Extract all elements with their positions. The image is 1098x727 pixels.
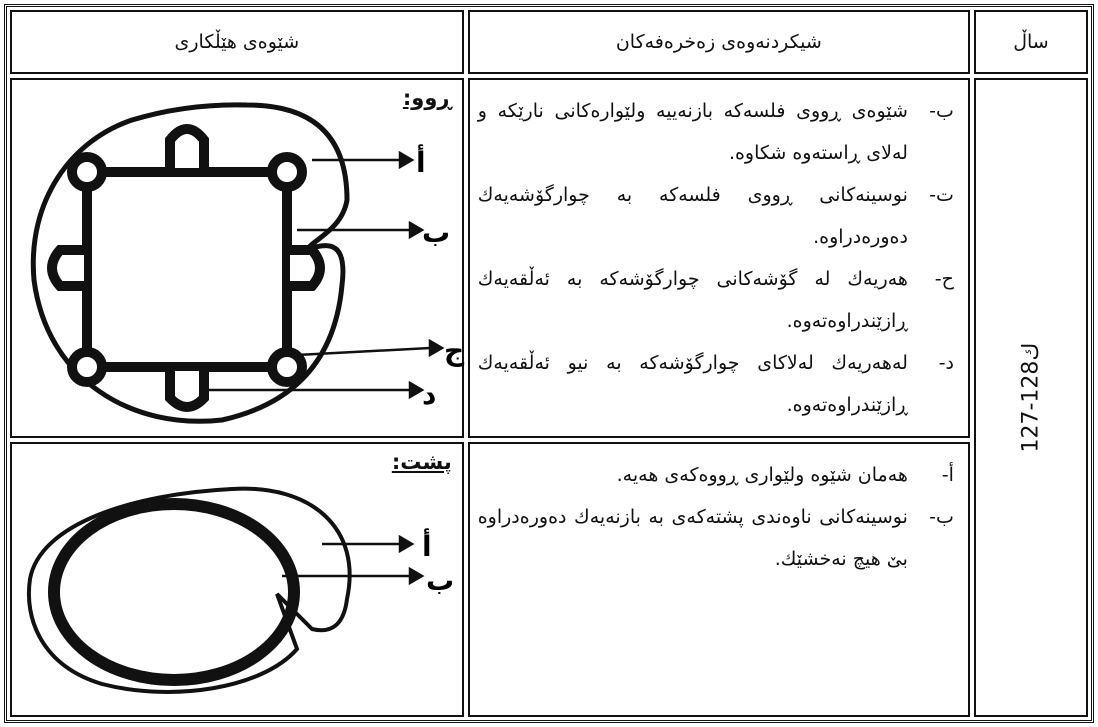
corner-ring-2 [267, 152, 307, 192]
coin-description-table: شێوەی هێڵکاری شیکردنەوەی زەخرەفەکان ساڵ … [6, 6, 1092, 721]
obverse-drawing-cell: ڕوو: [10, 78, 465, 438]
header-description: شیکردنەوەی زەخرەفەکان [467, 10, 970, 74]
obverse-title: ڕوو: [402, 86, 452, 110]
half-ring-top [165, 124, 209, 168]
half-ring-left [47, 245, 84, 291]
reverse-outer-border [27, 486, 352, 694]
corner-ring-1 [67, 152, 107, 192]
obverse-item-text: لەهەریەك لەلاکای چوارگۆشەکە بە نیو ئەڵقە… [477, 352, 908, 416]
reverse-item-text: هەمان شێوە ولێواری ڕووەکەی هەیە. [616, 464, 908, 486]
obverse-item: ت- نوسینەکانی ڕووی فلسەکە بە چوارگۆشەیەك … [478, 174, 954, 258]
obverse-label-b: ب [422, 216, 450, 249]
obverse-item-text: شێوەی ڕووی فلسەکە بازنەییە ولێوارەکانی ن… [477, 100, 908, 164]
reverse-item: ب- نوسینەکانی ناوەندی پشتەکەی بە بازنەیەك… [478, 496, 954, 580]
year-cell: 127-128ك [973, 78, 1088, 717]
reverse-item: أ- هەمان شێوە ولێواری ڕووەکەی هەیە. [478, 454, 954, 496]
header-year: ساڵ [973, 10, 1088, 74]
obverse-item-mark: ب- [929, 100, 954, 122]
reverse-item-mark: ب- [929, 506, 954, 528]
year-value: 127-128ك [1018, 342, 1044, 453]
obverse-label-a: أ [416, 144, 426, 179]
reverse-description: أ- هەمان شێوە ولێواری ڕووەکەی هەیە. ب- نوس… [467, 442, 970, 717]
obverse-item: ب- شێوەی ڕووی فلسەکە بازنەییە ولێوارەکانی… [478, 90, 954, 174]
obverse-label-j: ج [444, 334, 465, 368]
obverse-label-d: د [422, 378, 436, 411]
header-row: شێوەی هێڵکاری شیکردنەوەی زەخرەفەکان ساڵ [10, 10, 1088, 74]
reverse-item-text: نوسینەکانی ناوەندی پشتەکەی بە بازنەیەك د… [477, 506, 908, 570]
obverse-coin-drawing: أ ب ج د [30, 102, 465, 424]
reverse-coin-drawing: أ ب [27, 486, 454, 694]
obverse-item-text: نوسینەکانی ڕووی فلسەکە بە چوارگۆشەیەك دە… [477, 184, 908, 248]
obverse-item: د- لەهەریەك لەلاکای چوارگۆشەکە بە نیو ئەڵ… [478, 342, 954, 426]
obverse-item-mark: ح- [934, 268, 954, 290]
reverse-drawing-cell: پشت: أ ب [10, 442, 464, 717]
reverse-title: پشت: [391, 450, 452, 474]
corner-ring-4 [267, 347, 307, 387]
obverse-item-text: هەریەك لە گۆشەکانی چوارگۆشەکە بە ئەڵقەیە… [477, 268, 908, 332]
half-ring-right [290, 245, 325, 291]
reverse-inner-circle [48, 498, 300, 686]
reverse-label-a: أ [422, 528, 432, 563]
reverse-item-mark: أ- [941, 464, 954, 486]
half-ring-bottom [165, 371, 209, 412]
table-frame [4, 4, 1094, 723]
header-style: شێوەی هێڵکاری [10, 10, 464, 74]
obverse-outer-border [30, 102, 350, 424]
obverse-item-mark: د- [938, 352, 954, 374]
obverse-item: ح- هەریەك لە گۆشەکانی چوارگۆشەکە بە ئەڵقە… [478, 258, 954, 342]
obverse-item-mark: ت- [929, 184, 954, 206]
obverse-row: ڕوو: [10, 78, 1088, 717]
reverse-label-b: ب [426, 564, 454, 597]
obverse-description: ب- شێوەی ڕووی فلسەکە بازنەییە ولێوارەکانی… [467, 78, 970, 438]
corner-ring-3 [67, 347, 107, 387]
reverse-row: پشت: أ ب أ- هەمان شێوە ولێواری ڕووەکەی هە… [10, 442, 1088, 717]
obverse-square [82, 167, 292, 372]
